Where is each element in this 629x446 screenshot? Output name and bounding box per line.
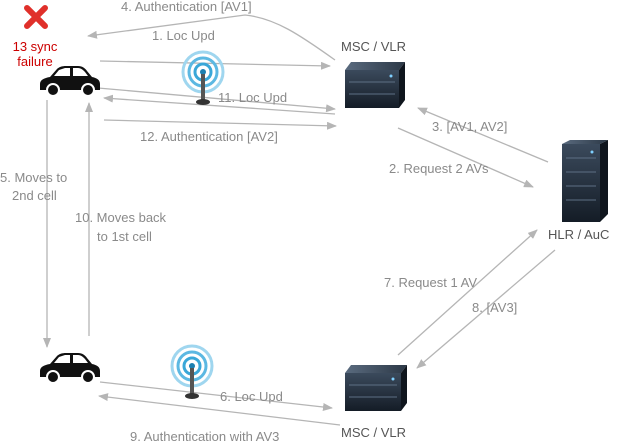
message-8-label: 8. [AV3] — [472, 300, 517, 315]
msc-vlr-top-label: MSC / VLR — [341, 39, 406, 54]
message-1-label: 1. Loc Upd — [152, 28, 215, 43]
message-2-label: 2. Request 2 AVs — [389, 161, 489, 176]
arrow-loc-upd-6 — [99, 381, 333, 411]
server-icon — [345, 365, 407, 411]
message-6-label: 6. Loc Upd — [220, 389, 283, 404]
message-3-label: 3. [AV1, AV2] — [432, 119, 507, 134]
arrow-authentication-av2 — [103, 94, 336, 115]
message-10-label-line2: to 1st cell — [97, 229, 152, 244]
car-icon — [40, 66, 100, 97]
msc-vlr-bottom-label: MSC / VLR — [341, 425, 406, 440]
message-9-label: 9. Authentication with AV3 — [130, 429, 279, 444]
car-icon — [40, 353, 100, 384]
arrow-av1-av2 — [417, 107, 549, 163]
message-10-label-line1: 10. Moves back — [75, 210, 167, 225]
arrow-av3 — [416, 249, 556, 369]
failure-label-line2: failure — [17, 54, 52, 69]
arrow-authentication-av3 — [98, 393, 341, 426]
server-icon — [562, 140, 608, 222]
message-7-label: 7. Request 1 AV — [384, 275, 477, 290]
arrow-authentication-av2-return — [103, 119, 337, 130]
message-11-label: 11. Loc Upd — [218, 90, 287, 105]
server-icon — [345, 62, 405, 108]
arrow-authentication-av1 — [87, 14, 336, 61]
failure-label-line1: 13 sync — [13, 39, 58, 54]
arrow-request-2-avs — [397, 127, 534, 188]
message-4-label: 4. Authentication [AV1] — [121, 0, 252, 14]
arrows — [43, 14, 556, 426]
message-5-label-line1: 5. Moves to — [0, 170, 67, 185]
red-x-icon — [24, 5, 48, 29]
message-5-label-line2: 2nd cell — [12, 188, 57, 203]
antenna-icon — [170, 344, 214, 399]
arrow-loc-upd-11 — [97, 87, 336, 113]
arrow-request-1-av — [397, 229, 538, 356]
hlr-auc-label: HLR / AuC — [548, 227, 609, 242]
antenna-icon — [181, 50, 225, 105]
message-12-label: 12. Authentication [AV2] — [140, 129, 278, 144]
